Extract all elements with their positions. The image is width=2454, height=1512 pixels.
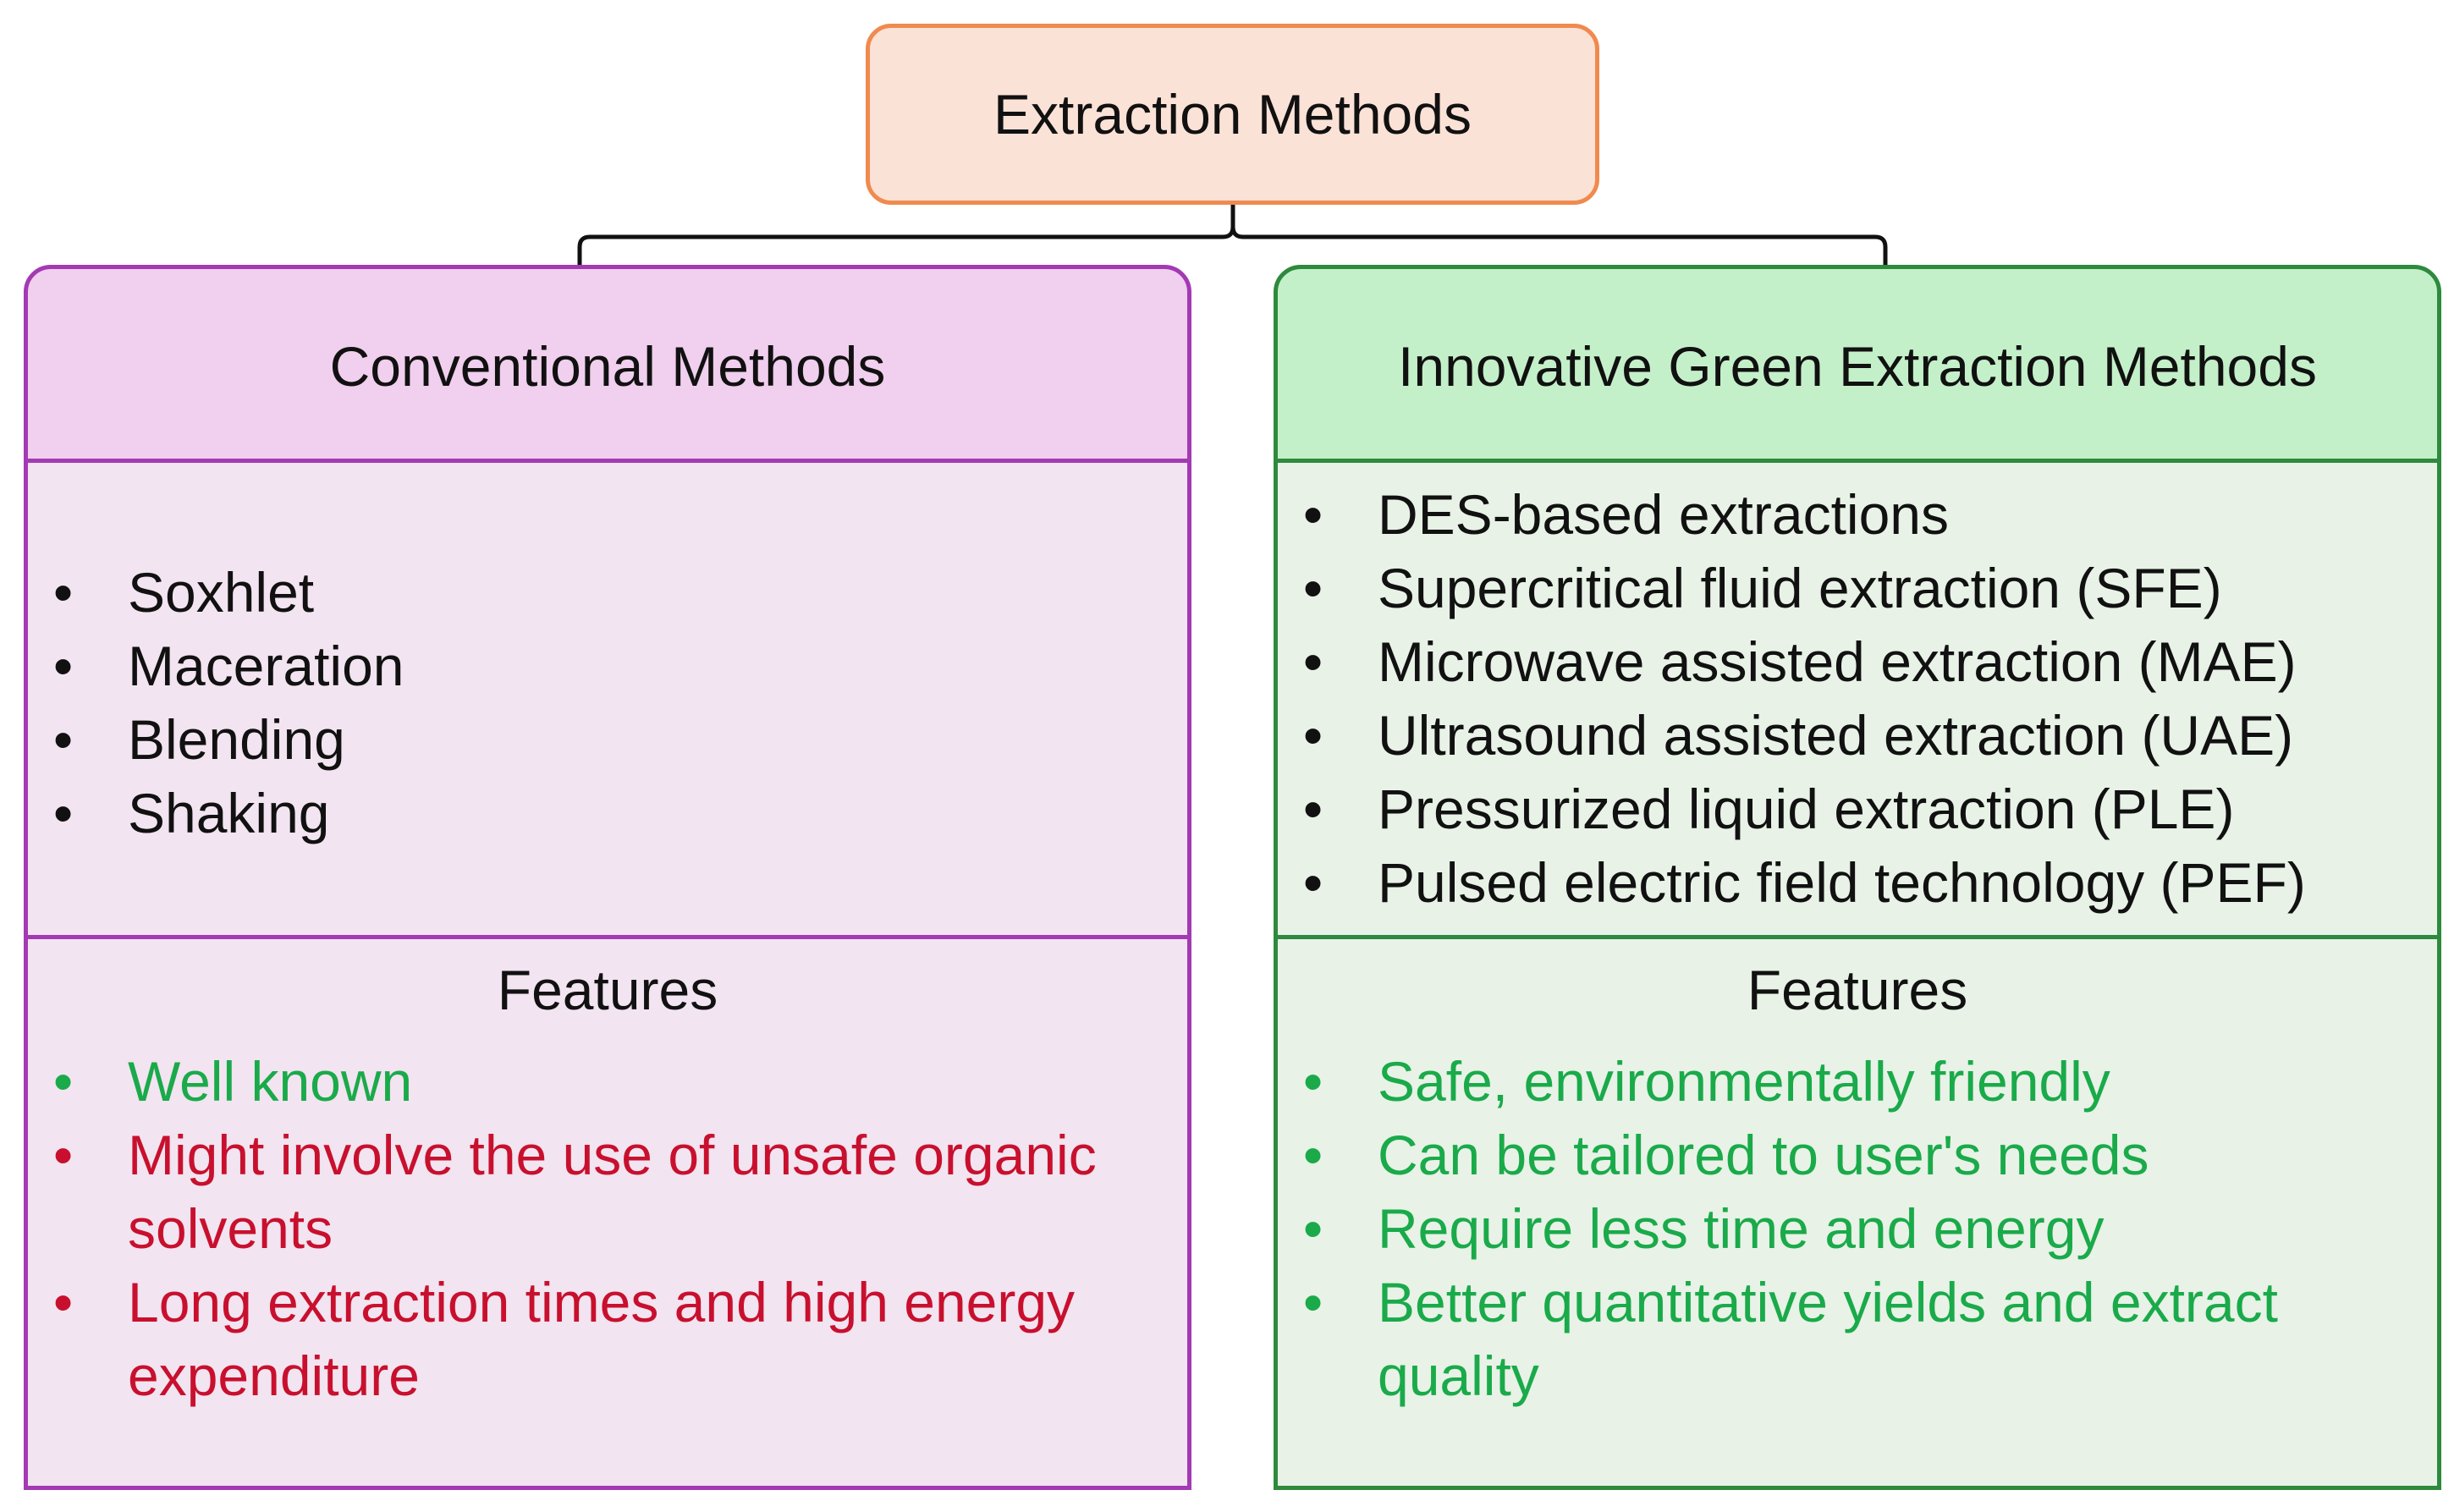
conventional-features-list: • Well known • Might involve the use of uns…	[53, 1045, 1162, 1413]
feature-item: • Might involve the use of unsafe organic…	[53, 1119, 1162, 1266]
feature-item: • Require less time and energy	[1303, 1192, 2412, 1266]
feature-text: Safe, environmentally friendly	[1378, 1050, 2110, 1113]
method-item: • Pulsed electric field technology (PEF)	[1303, 846, 2306, 920]
feature-item: • Well known	[53, 1045, 1162, 1119]
root-node: Extraction Methods	[866, 24, 1599, 205]
connector-root-stem-right	[1230, 226, 1244, 239]
connector-horizontal-right	[1243, 234, 1888, 265]
method-text: Pulsed electric field technology (PEF)	[1378, 851, 2306, 914]
method-item: • Blending	[53, 703, 404, 777]
green-header: Innovative Green Extraction Methods	[1274, 265, 2441, 463]
conventional-features-box: Features • Well known • Might involve the u…	[24, 935, 1191, 1490]
method-item: • Pressurized liquid extraction (PLE)	[1303, 772, 2306, 846]
conventional-header: Conventional Methods	[24, 265, 1191, 463]
green-methods-list: • DES-based extractions • Supercritical flu…	[1303, 478, 2306, 920]
green-features-box: Features • Safe, environmentally friendly…	[1274, 935, 2441, 1490]
conventional-features-title: Features	[497, 959, 718, 1021]
bullet-icon: •	[53, 1050, 74, 1113]
connector-root-stem	[1222, 205, 1235, 239]
feature-text: Might involve the use of unsafe organic …	[128, 1124, 1097, 1260]
bullet-icon: •	[1303, 851, 1323, 914]
method-text: DES-based extractions	[1378, 483, 1949, 546]
bullet-icon: •	[53, 708, 74, 771]
green-features-list: • Safe, environmentally friendly • Can be t…	[1303, 1045, 2412, 1413]
method-item: • Shaking	[53, 777, 404, 850]
bullet-icon: •	[1303, 778, 1323, 840]
green-methods-box: • DES-based extractions • Supercritical flu…	[1274, 459, 2441, 939]
method-item: • Ultrasound assisted extraction (UAE)	[1303, 699, 2306, 772]
method-text: Microwave assisted extraction (MAE)	[1378, 630, 2297, 693]
green-title: Innovative Green Extraction Methods	[1398, 335, 2317, 398]
bullet-icon: •	[1303, 630, 1323, 693]
bullet-icon: •	[1303, 557, 1323, 619]
feature-item: • Safe, environmentally friendly	[1303, 1045, 2412, 1119]
bullet-icon: •	[53, 1124, 74, 1186]
method-text: Ultrasound assisted extraction (UAE)	[1378, 704, 2294, 767]
feature-text: Require less time and energy	[1378, 1197, 2105, 1260]
method-text: Blending	[128, 708, 345, 771]
conventional-methods-list: • Soxhlet • Maceration • Blending • Shaking	[53, 556, 404, 850]
bullet-icon: •	[53, 561, 74, 624]
feature-text: Better quantitative yields and extract q…	[1378, 1271, 2278, 1407]
method-text: Soxhlet	[128, 561, 315, 624]
conventional-methods-box: • Soxhlet • Maceration • Blending • Shaking	[24, 459, 1191, 939]
feature-item: • Can be tailored to user's needs	[1303, 1119, 2412, 1192]
bullet-icon: •	[1303, 483, 1323, 546]
bullet-icon: •	[53, 782, 74, 844]
bullet-icon: •	[1303, 1271, 1323, 1333]
method-text: Maceration	[128, 635, 404, 697]
feature-text: Long extraction times and high energy ex…	[128, 1271, 1076, 1407]
conventional-title: Conventional Methods	[329, 335, 886, 398]
connector-horizontal-left	[577, 234, 1223, 265]
feature-text: Can be tailored to user's needs	[1378, 1124, 2149, 1186]
bullet-icon: •	[1303, 704, 1323, 767]
green-features-title: Features	[1747, 959, 1968, 1021]
bullet-icon: •	[1303, 1050, 1323, 1113]
feature-item: • Long extraction times and high energy e…	[53, 1266, 1162, 1413]
method-item: • Microwave assisted extraction (MAE)	[1303, 625, 2306, 699]
bullet-icon: •	[53, 635, 74, 697]
method-item: • DES-based extractions	[1303, 478, 2306, 552]
feature-item: • Better quantitative yields and extract …	[1303, 1266, 2412, 1413]
method-text: Supercritical fluid extraction (SFE)	[1378, 557, 2222, 619]
method-text: Shaking	[128, 782, 330, 844]
bullet-icon: •	[1303, 1197, 1323, 1260]
method-item: • Supercritical fluid extraction (SFE)	[1303, 552, 2306, 625]
root-label: Extraction Methods	[993, 83, 1472, 146]
method-item: • Maceration	[53, 630, 404, 703]
method-text: Pressurized liquid extraction (PLE)	[1378, 778, 2235, 840]
feature-text: Well known	[128, 1050, 413, 1113]
bullet-icon: •	[53, 1271, 74, 1333]
method-item: • Soxhlet	[53, 556, 404, 630]
bullet-icon: •	[1303, 1124, 1323, 1186]
